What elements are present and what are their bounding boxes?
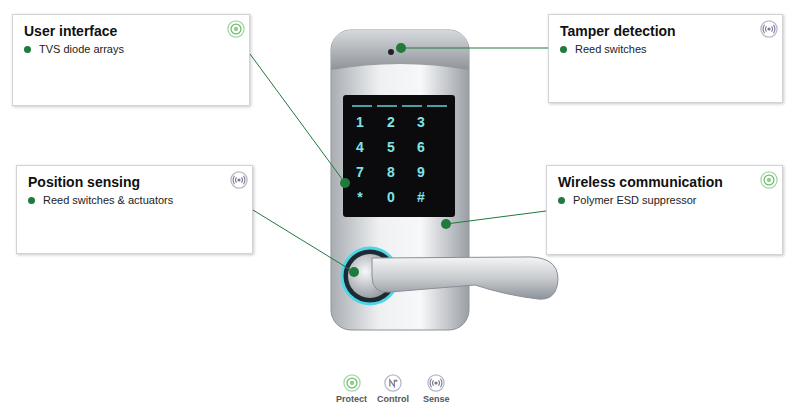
legend-text: Control [377, 394, 409, 405]
callout-body: Reed switches & actuators [43, 193, 173, 207]
icon-ring [343, 375, 359, 391]
icon-ring [761, 21, 777, 37]
keypad-key: 3 [417, 114, 425, 130]
protect-icon [227, 20, 245, 38]
bullet-dot [560, 46, 567, 53]
sense-icon [427, 374, 445, 392]
sense-icon [760, 20, 778, 38]
camera-lens [388, 49, 394, 55]
icon-ring [428, 375, 444, 391]
keypad-key: 1 [356, 114, 364, 130]
keypad-dash [427, 105, 447, 107]
keypad-key: 2 [387, 114, 395, 130]
leader-lines [250, 48, 548, 272]
icon-core [349, 381, 353, 385]
callout-heading: User interface [24, 22, 215, 40]
keypad-key: 6 [417, 139, 425, 155]
keypad-key: 4 [356, 139, 364, 155]
keypad-key: * [357, 189, 362, 205]
keypad-key: 5 [387, 139, 395, 155]
leader-dot [396, 43, 406, 53]
keypad-dashes [352, 105, 447, 107]
icon-core [767, 27, 770, 30]
lock-cap [331, 30, 469, 70]
leader-line [446, 211, 546, 224]
keypad-key: 9 [417, 164, 425, 180]
icon-waves [233, 176, 245, 185]
protect-icon [343, 374, 361, 392]
callout-box: Tamper detectionReed switches [548, 14, 783, 103]
keypad-key: 7 [356, 164, 364, 180]
keypad-key: # [417, 189, 425, 205]
icon-ring [761, 172, 777, 188]
icon-waves [763, 25, 775, 34]
callout-box: User interfaceTVS diode arrays [12, 14, 250, 106]
keypad-dash [377, 105, 397, 107]
legend-text: Sense [423, 394, 450, 405]
bullet-row: TVS diode arrays [24, 42, 215, 56]
callout-body: TVS diode arrays [39, 42, 124, 56]
icon-glyph [390, 379, 398, 386]
callout-box: Position sensingReed switches & actuator… [16, 165, 253, 254]
leader-line [250, 54, 345, 183]
callout-body: Reed switches [575, 42, 647, 56]
legend-text: Protect [336, 394, 367, 405]
bullet-row: Polymer ESD suppressor [558, 193, 748, 207]
keypad-key: 8 [387, 164, 395, 180]
callout-heading: Position sensing [28, 173, 218, 191]
bullet-row: Reed switches [560, 42, 748, 56]
sense-icon [230, 171, 248, 189]
keypad-key: 0 [387, 189, 395, 205]
leader-line [253, 210, 354, 272]
icon-ring [228, 21, 244, 37]
legend-item: Sense [423, 374, 450, 405]
bullet-dot [28, 197, 35, 204]
leader-dot [340, 178, 350, 188]
callout-heading: Wireless communication [558, 173, 748, 191]
icon-core [767, 178, 771, 182]
icon-waves [430, 379, 442, 388]
icon-core [435, 381, 438, 384]
protect-icon [760, 171, 778, 189]
icon-ring [231, 172, 247, 188]
icon-core [237, 178, 240, 181]
keypad-dash [352, 105, 372, 107]
icon-shield [764, 175, 774, 185]
bullet-row: Reed switches & actuators [28, 193, 218, 207]
bullet-dot [24, 46, 31, 53]
leader-dots [340, 43, 451, 277]
icon-shield [347, 378, 357, 388]
door-lever [372, 257, 558, 299]
icon-core [234, 27, 238, 31]
keypad-dash [402, 105, 422, 107]
keypad-panel [343, 95, 455, 217]
legend-item: Protect [336, 374, 367, 405]
leader-dot [349, 267, 359, 277]
leader-dot [441, 219, 451, 229]
callout-heading: Tamper detection [560, 22, 748, 40]
bullet-dot [558, 197, 565, 204]
icon-ring [385, 375, 401, 391]
icon-shield [231, 24, 241, 34]
control-icon [384, 374, 402, 392]
callout-body: Polymer ESD suppressor [573, 193, 697, 207]
callout-box: Wireless communicationPolymer ESD suppre… [546, 165, 783, 255]
leader-line [401, 48, 548, 49]
legend-item: Control [377, 374, 409, 405]
